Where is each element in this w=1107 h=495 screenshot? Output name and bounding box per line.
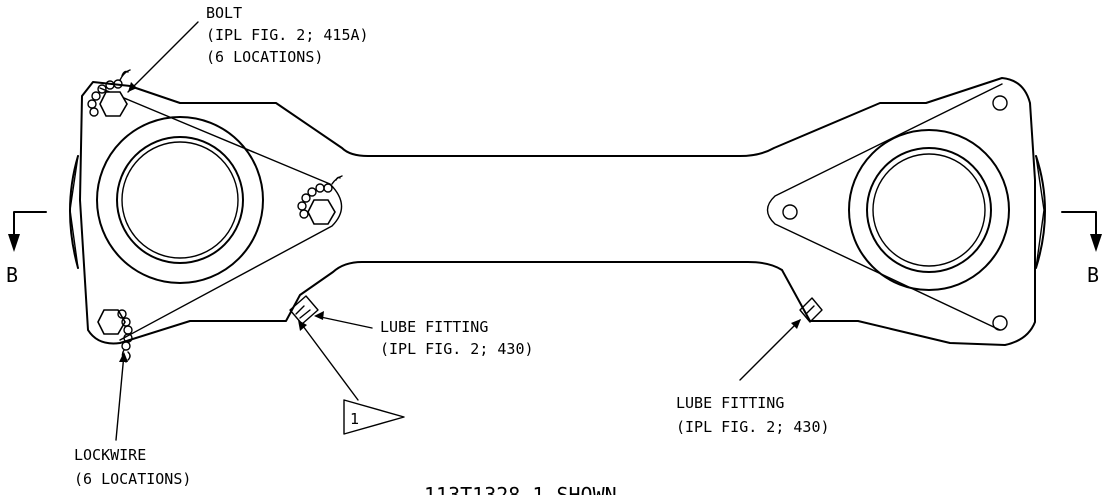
left-bearing-mid bbox=[116, 136, 244, 264]
lube-right-label-line1: LUBE FITTING bbox=[676, 394, 784, 412]
bolt-label-line2: (IPL FIG. 2; 415A) bbox=[206, 26, 369, 44]
lube-right-label-line2: (IPL FIG. 2; 430) bbox=[676, 418, 830, 436]
bolt-label-line3: (6 LOCATIONS) bbox=[206, 48, 323, 66]
bolt-hex-top-left bbox=[99, 91, 128, 117]
right-boss-arc bbox=[1035, 155, 1046, 269]
section-arrow-right bbox=[1061, 211, 1102, 252]
right-bearing-mid bbox=[866, 147, 992, 273]
lockwire-bottom-left bbox=[117, 309, 133, 363]
right-hole-bottom bbox=[992, 315, 1008, 331]
left-bearing-inner bbox=[121, 141, 239, 259]
section-arrow-left bbox=[8, 211, 47, 252]
right-hole-left bbox=[782, 204, 798, 220]
lube-left-label-line2: (IPL FIG. 2; 430) bbox=[380, 340, 534, 358]
right-bearing-inner bbox=[872, 153, 986, 267]
leader-lube-left-arrow bbox=[314, 311, 324, 320]
left-boss-arc bbox=[69, 155, 79, 269]
left-boss-edge bbox=[69, 155, 79, 269]
leader-note-flag bbox=[299, 321, 359, 401]
bolt-label-line1: BOLT bbox=[206, 4, 242, 22]
section-label-left: B bbox=[6, 263, 18, 287]
lockwire-label-line2: (6 LOCATIONS) bbox=[74, 470, 191, 488]
note-flag-number: 1 bbox=[350, 410, 359, 428]
note-flag-triangle bbox=[343, 399, 405, 435]
lube-fitting-left bbox=[289, 295, 319, 325]
right-plate bbox=[766, 83, 1003, 331]
bolt-hex-middle bbox=[307, 199, 336, 225]
left-bearing-outer bbox=[96, 116, 264, 284]
section-label-right: B bbox=[1087, 263, 1099, 287]
bolt-hex-bottom-left bbox=[97, 309, 126, 335]
lube-fitting-right bbox=[799, 297, 823, 323]
left-plate bbox=[99, 87, 343, 341]
lockwire-top-left bbox=[87, 69, 131, 117]
lockwire-middle bbox=[297, 175, 343, 219]
right-bearing-outer bbox=[848, 129, 1010, 291]
leader-lockwire bbox=[115, 353, 125, 441]
right-hole-top bbox=[992, 95, 1008, 111]
lockwire-label-line1: LOCKWIRE bbox=[74, 446, 146, 464]
leader-lube-right bbox=[739, 319, 801, 381]
leader-lockwire-arrow bbox=[119, 352, 128, 362]
drawing-caption: 113T1328-1 SHOWN bbox=[424, 483, 617, 495]
link-body-outline bbox=[79, 77, 1036, 346]
lube-left-label-line1: LUBE FITTING bbox=[380, 318, 488, 336]
leader-bolt bbox=[127, 21, 199, 93]
leader-note-flag-arrow bbox=[298, 320, 307, 331]
leader-bolt-arrow bbox=[128, 82, 137, 92]
right-boss-edge bbox=[1035, 155, 1045, 269]
leader-lube-left bbox=[315, 315, 373, 329]
leader-lube-right-arrow bbox=[791, 319, 801, 329]
